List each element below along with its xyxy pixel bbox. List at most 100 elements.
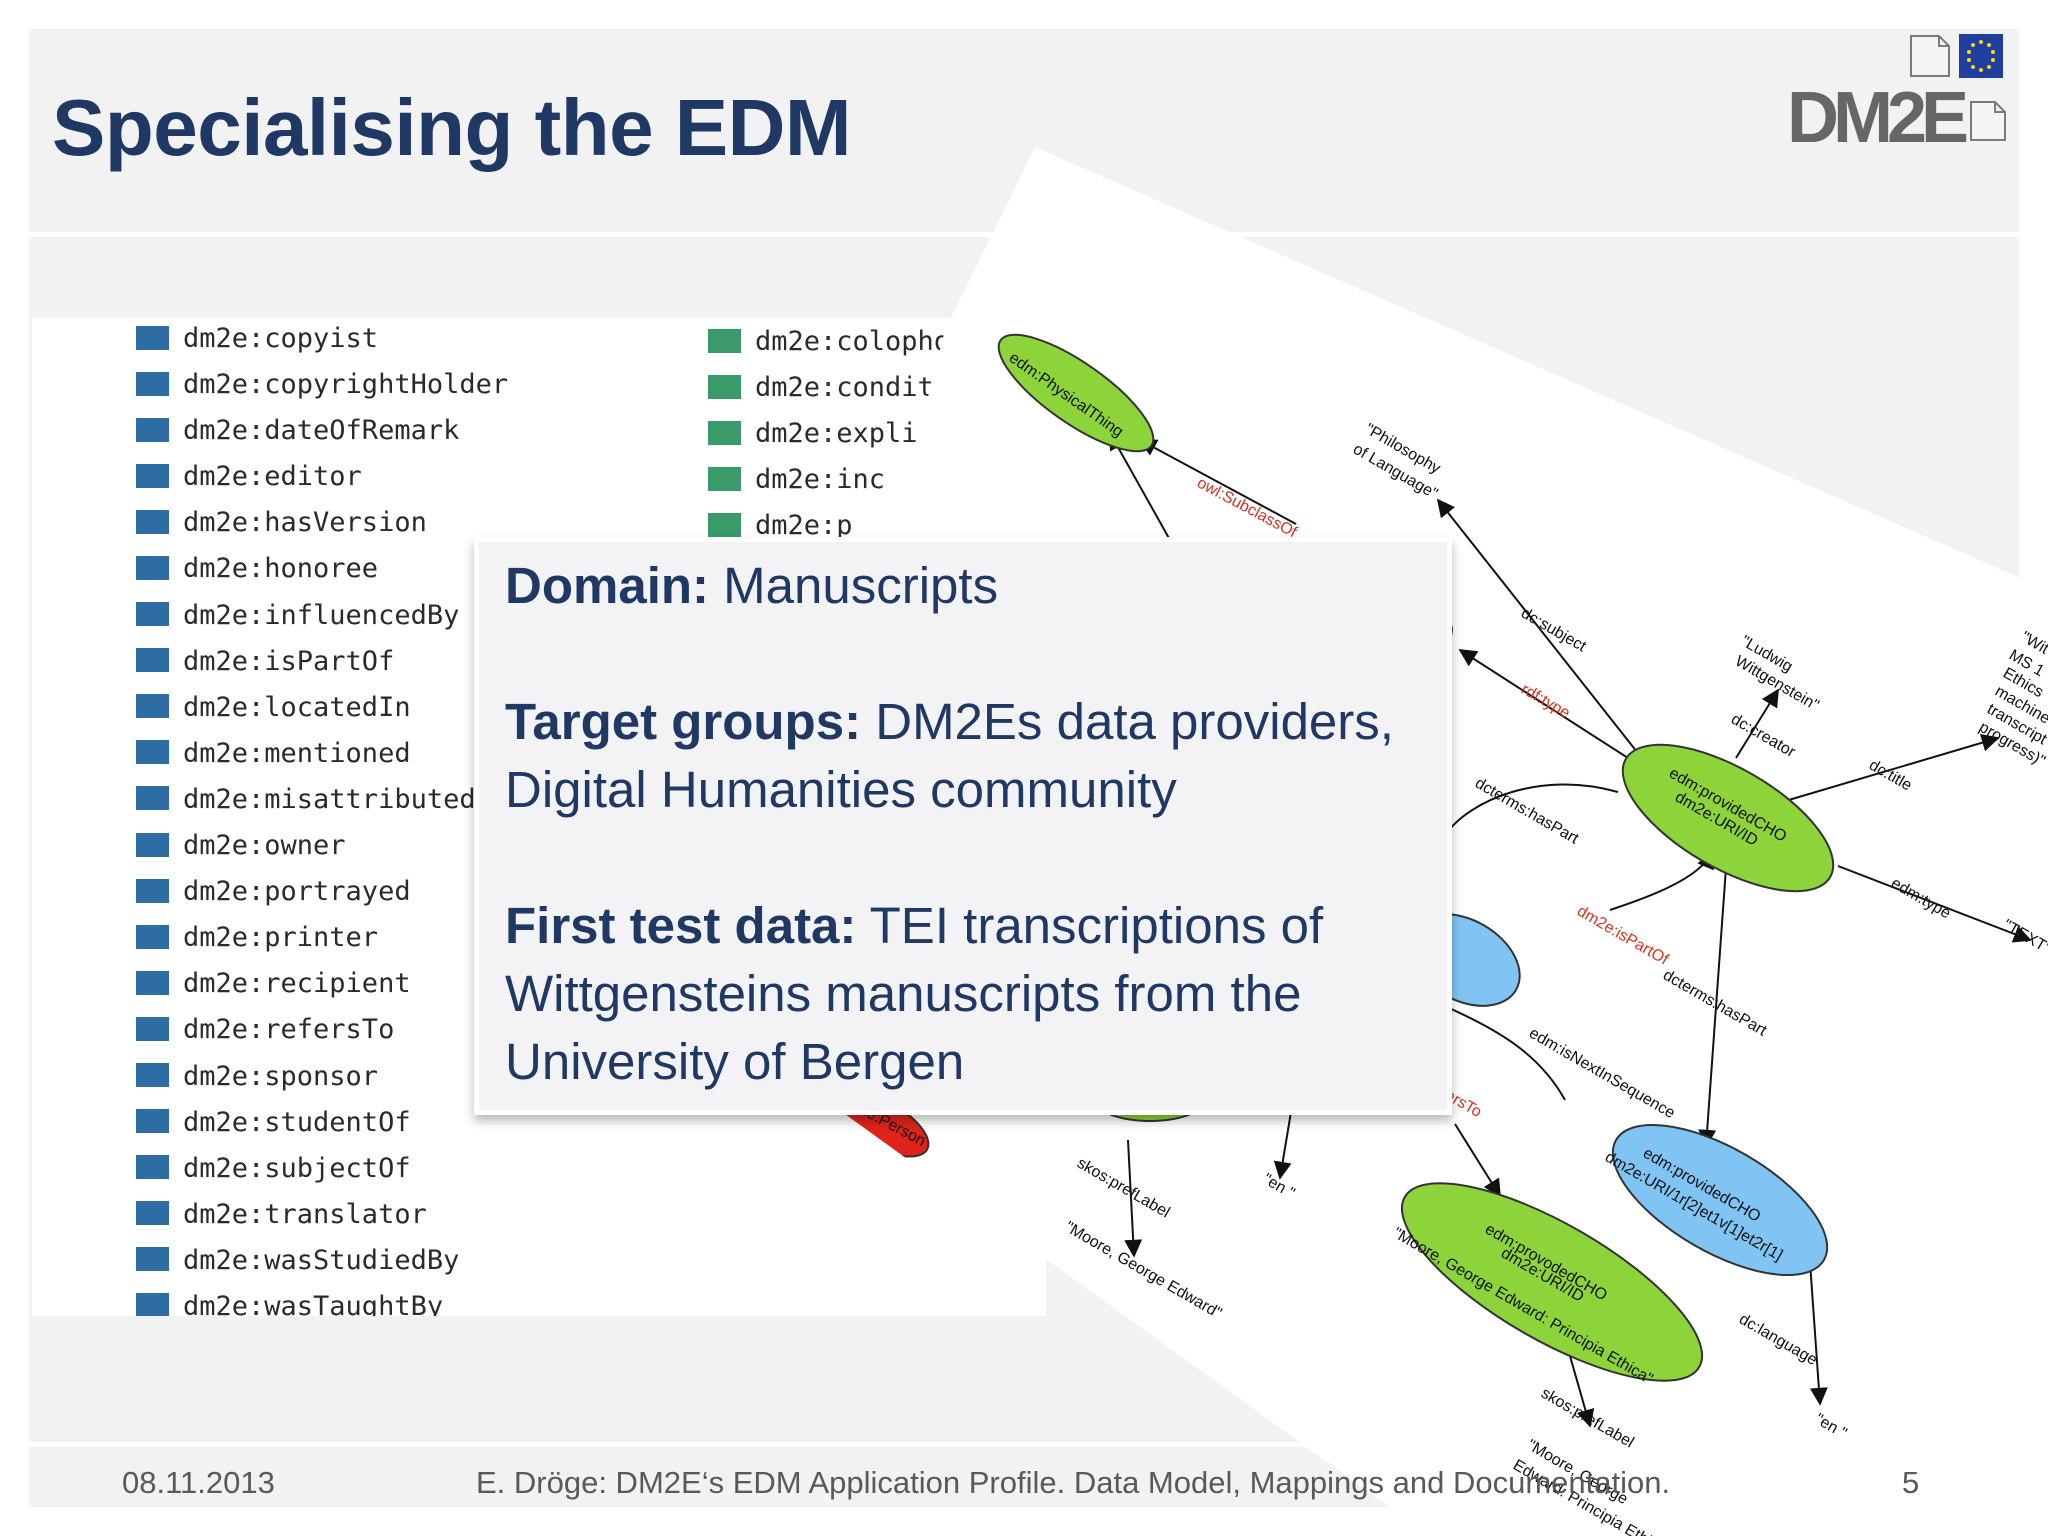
property-icon — [136, 602, 169, 627]
node-provided-cho-blue — [1611, 1123, 1829, 1277]
property-icon — [136, 509, 169, 534]
property-icon — [136, 786, 169, 811]
property-item: dm2e:dateOfRemark — [136, 410, 508, 456]
property-icon — [136, 740, 169, 765]
property-list-left: dm2e:copyist dm2e:copyrightHolder dm2e:dat… — [136, 318, 508, 1316]
property-label: dm2e:condit — [755, 372, 934, 403]
property-label: dm2e:owner — [183, 830, 346, 862]
edge-line — [1444, 783, 1619, 836]
edge-line — [1109, 431, 1171, 541]
property-icon — [136, 970, 169, 995]
property-list-right: dm2e:colopho dm2e:condit dm2e:expli dm2e:in… — [708, 321, 950, 551]
property-icon — [708, 374, 741, 399]
property-label: dm2e:editor — [183, 461, 362, 493]
node-provided-cho-main — [1621, 743, 1835, 893]
node-physical-thing — [997, 333, 1155, 453]
target-value: DM2Es data providers, — [861, 693, 1394, 750]
edge-line — [1837, 865, 2032, 943]
footer-text: E. Dröge: DM2E‘s EDM Application Profile… — [476, 1465, 1671, 1500]
property-icon — [136, 1201, 169, 1226]
property-label: dm2e:recipient — [183, 968, 411, 1000]
edge-line — [1735, 688, 1779, 759]
page-number: 5 — [1902, 1465, 1920, 1500]
property-item: dm2e:colopho — [708, 321, 950, 367]
property-item: dm2e:wasStudiedBy — [136, 1240, 508, 1286]
property-item: dm2e:locatedIn — [136, 687, 508, 733]
property-item: dm2e:isPartOf — [136, 641, 508, 687]
footer-date: 08.11.2013 — [122, 1465, 275, 1500]
property-item: dm2e:p — [708, 505, 950, 551]
property-item: dm2e:influencedBy — [136, 595, 508, 641]
property-item: dm2e:editor — [136, 456, 508, 502]
property-icon — [136, 1293, 169, 1316]
property-icon — [136, 1063, 169, 1087]
property-icon — [136, 648, 169, 673]
property-icon — [136, 325, 169, 350]
test-label: First test data: — [505, 897, 857, 954]
property-item: dm2e:subjectOf — [136, 1148, 508, 1194]
edge-line — [1458, 649, 1657, 777]
property-icon — [136, 1155, 169, 1180]
node-provided-cho-green — [1400, 1182, 1704, 1382]
property-icon — [136, 1109, 169, 1134]
property-label: dm2e:wasStudiedBy — [183, 1244, 460, 1276]
property-label: dm2e:p — [755, 510, 853, 541]
property-icon — [708, 328, 741, 353]
property-item: dm2e:inc — [708, 459, 950, 505]
property-item: dm2e:printer — [136, 917, 508, 963]
domain-label: Domain: — [505, 557, 709, 614]
property-item: dm2e:translator — [136, 1194, 508, 1240]
property-icon — [136, 417, 169, 442]
property-icon — [136, 924, 169, 949]
target-value-2: Digital Humanities community — [505, 761, 1177, 818]
property-label: dm2e:subjectOf — [183, 1152, 411, 1184]
edge-line — [1138, 439, 1297, 525]
property-icon — [708, 420, 741, 445]
edge-line — [1439, 1003, 1566, 1101]
property-icon — [136, 371, 169, 396]
property-label: dm2e:printer — [183, 922, 379, 954]
property-item: dm2e:mentioned — [136, 733, 508, 779]
logo-text: DM2E — [1787, 78, 1967, 152]
property-label: dm2e:sponsor — [183, 1060, 379, 1092]
property-icon — [136, 555, 169, 580]
property-item: dm2e:copyist — [136, 318, 508, 364]
property-label: dm2e:expli — [755, 418, 918, 449]
dm2e-logo: DM2E — [1787, 34, 2006, 152]
property-icon — [136, 878, 169, 903]
property-item: dm2e:portrayed — [136, 871, 508, 917]
property-item: dm2e:owner — [136, 825, 508, 871]
edge-line — [1436, 498, 1657, 777]
property-icon — [708, 466, 741, 491]
property-label: dm2e:copyrightHolder — [183, 369, 509, 401]
target-label: Target groups: — [505, 693, 862, 750]
property-item: dm2e:honoree — [136, 548, 508, 594]
property-icon — [136, 832, 169, 857]
property-item: dm2e:wasTaughtBy — [136, 1286, 508, 1316]
edge-line — [1273, 1105, 1293, 1180]
property-label: dm2e:copyist — [183, 323, 379, 354]
edge-line — [1698, 867, 1727, 1148]
property-icon — [136, 1247, 169, 1272]
property-item: dm2e:condit — [708, 367, 950, 413]
edge-line — [1781, 733, 2000, 803]
footer-divider — [29, 1442, 2019, 1447]
summary-box: Domain: Manuscripts Target groups: DM2Es… — [474, 537, 1452, 1115]
property-icon — [136, 694, 169, 719]
property-item: dm2e:recipient — [136, 963, 508, 1009]
property-label: dm2e:refersTo — [183, 1014, 395, 1046]
property-label: dm2e:studentOf — [183, 1106, 411, 1138]
property-label: dm2e:isPartOf — [183, 645, 395, 677]
property-label: dm2e:colopho — [755, 326, 951, 357]
property-item: dm2e:hasVersion — [136, 502, 508, 548]
edge-line — [1809, 1261, 1828, 1406]
property-label: dm2e:dateOfRemark — [183, 415, 460, 447]
property-label: dm2e:wasTaughtBy — [183, 1290, 444, 1316]
property-label: dm2e:mentioned — [183, 737, 411, 769]
test-value-3: University of Bergen — [505, 1033, 965, 1090]
edge-line — [1454, 1123, 1501, 1198]
property-label: dm2e:translator — [183, 1198, 427, 1230]
slide-title: Specialising the EDM — [52, 83, 852, 172]
domain-line: Domain: Manuscripts — [505, 552, 998, 620]
